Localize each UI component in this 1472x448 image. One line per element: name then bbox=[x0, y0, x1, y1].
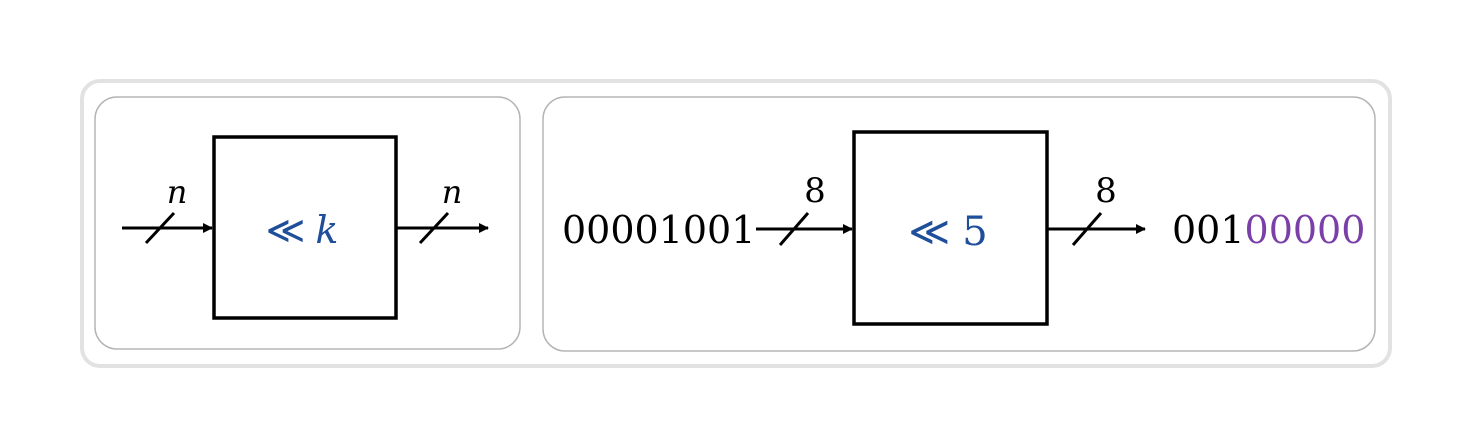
general-shift-operator-symbol: ≪ bbox=[266, 208, 306, 252]
example-panel: 00001001 8 ≪5 8 00100000 bbox=[542, 96, 1376, 352]
example-output-value: 00100000 bbox=[1172, 208, 1365, 252]
example-input-width-label: 8 bbox=[804, 171, 826, 211]
example-output-bus-slash bbox=[1071, 212, 1103, 246]
example-shifter-block bbox=[852, 130, 1049, 326]
example-output-width-label: 8 bbox=[1095, 171, 1117, 211]
example-input-value: 00001001 bbox=[562, 208, 755, 252]
general-panel: n ≪k n bbox=[94, 96, 521, 350]
example-output-value-zero-bits: 00000 bbox=[1245, 208, 1366, 252]
general-output-bus-slash bbox=[418, 211, 450, 245]
example-input-bus-slash bbox=[778, 212, 810, 246]
example-shift-amount: 5 bbox=[962, 209, 987, 255]
general-shift-amount: k bbox=[315, 208, 338, 252]
example-shift-operator-symbol: ≪ bbox=[908, 209, 950, 255]
general-input-bus-slash bbox=[144, 211, 176, 245]
general-shift-operator-label: ≪k bbox=[266, 208, 339, 252]
example-output-value-kept-bits: 001 bbox=[1172, 208, 1245, 252]
general-shifter-block bbox=[212, 135, 398, 320]
general-output-width-label: n bbox=[442, 173, 463, 211]
general-input-width-label: n bbox=[167, 173, 188, 211]
example-shift-operator-label: ≪5 bbox=[908, 209, 987, 255]
